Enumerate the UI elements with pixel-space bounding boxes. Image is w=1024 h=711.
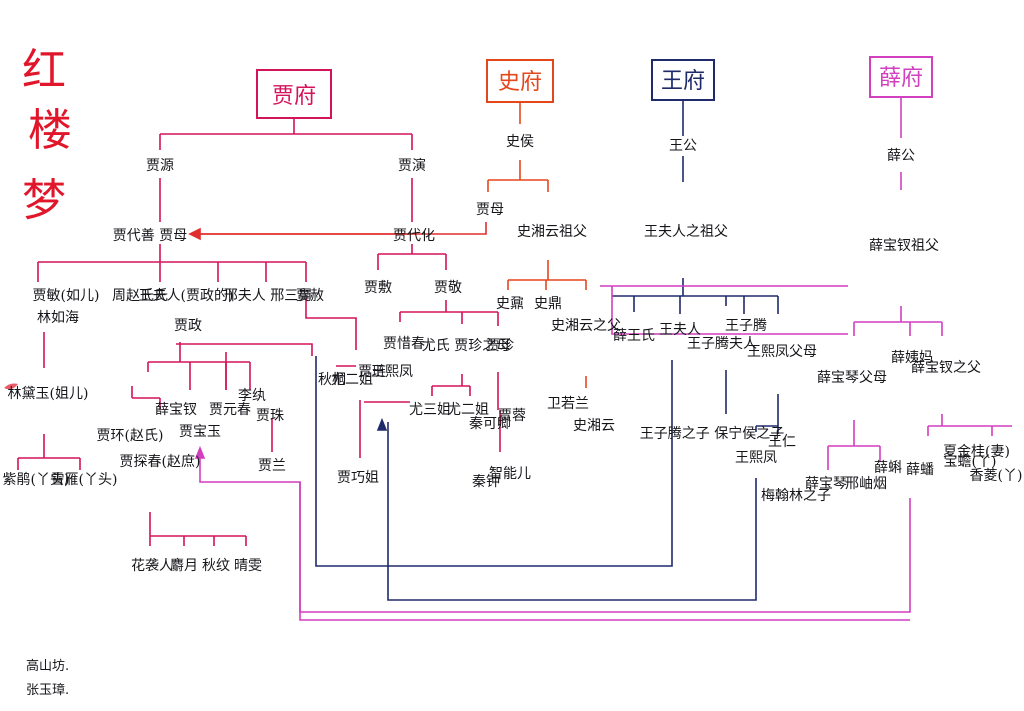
person-xue-pan: 薛蟠 xyxy=(906,462,934,478)
person-zhao: 周赵氏氏 xyxy=(112,288,168,304)
house-shi: 史府 xyxy=(486,59,554,103)
person-jia-qiaojie: 贾巧姐 xyxy=(337,470,379,486)
person-xue-ke: 薛蝌 xyxy=(874,460,902,476)
person-jia-daihua: 贾代化 xyxy=(393,228,435,244)
title-char-2: 楼 xyxy=(28,105,72,156)
ink-blot xyxy=(4,383,18,390)
person-jia-fu: 贾敷 xyxy=(364,280,392,296)
person-lin-ruhai: 林如海 xyxy=(37,310,79,326)
person-yuanchun: 贾元春 xyxy=(209,402,251,418)
person-xia-jingui: 夏金桂(妻) xyxy=(943,444,1010,460)
person-qiuwen: 秋纹 xyxy=(202,558,230,574)
person-wang-furen-2: 王夫人 xyxy=(659,322,701,338)
person-huaxiren: 花袭人 xyxy=(131,558,173,574)
person-shi-nai: 史鼎 xyxy=(534,296,562,312)
marriage-line-baochai xyxy=(299,482,910,621)
person-jia-min: 贾敏(如儿) xyxy=(33,288,100,304)
person-wei-ruolan: 卫若兰 xyxy=(547,396,589,412)
person-shi-xiangyun: 史湘云 xyxy=(573,418,615,434)
house-jia: 贾府 xyxy=(256,69,332,119)
person-qingwen: 晴雯 xyxy=(234,558,262,574)
person-jia-xichun: 贾惜春 xyxy=(383,336,425,352)
person-lin-daiyu: 林黛玉(姐儿) xyxy=(8,386,89,402)
person-jia-jing: 贾敬 xyxy=(434,280,462,296)
jia-lines xyxy=(17,118,501,546)
person-xue-baoqin: 薛宝琴 xyxy=(805,476,847,492)
person-zijuan: 紫鹃(丫头) xyxy=(3,471,70,488)
house-xue: 薛府 xyxy=(869,56,933,98)
person-baochan: 宝蟾(丫) xyxy=(944,454,997,470)
xue-lines xyxy=(194,97,1012,613)
person-xue-baochai: 薛宝钗 xyxy=(155,402,197,418)
title-char-3: 梦 xyxy=(22,175,66,226)
person-you-sanjie: 尤三姐 xyxy=(409,402,451,418)
person-xue-baochai-fu: 薛宝钗之父 xyxy=(911,360,981,376)
person-wang-xifeng-2: 王熙凤 xyxy=(735,450,777,466)
person-xue-shi: 薛王氏 xyxy=(613,328,655,344)
person-xue-baoqin-fumu: 薛宝琴父母 xyxy=(817,370,887,386)
person-xiangling: 香菱(丫) xyxy=(970,468,1023,484)
person-xue-baochai-zufu: 薛宝钗祖父 xyxy=(869,238,939,254)
person-zhineng: 智能儿 xyxy=(489,466,531,482)
jia-shi-marriage-arrow xyxy=(188,222,487,241)
person-wang-ziteng: 王子腾 xyxy=(725,317,767,334)
person-tanchun: 贾探春(赵庶) xyxy=(120,454,201,470)
house-jia-label: 贾府 xyxy=(272,84,316,109)
person-wang-ziteng-furen: 王子腾夫人 xyxy=(687,335,757,352)
signature-line-2: 张玉璋. xyxy=(26,683,69,698)
person-qin-keqing: 秦可卿 xyxy=(469,416,511,432)
person-shi-xiangyun-fu: 史湘云之父 xyxy=(551,318,621,334)
person-wang-furen: 王夫人(贾政的) xyxy=(139,288,234,304)
person-jia-rong: 贾蓉 xyxy=(498,408,526,424)
person-jia-baoyu: 贾宝玉 xyxy=(179,424,221,440)
person-jia-zheng: 贾政 xyxy=(174,318,202,334)
person-jia-yan: 贾演 xyxy=(398,158,426,174)
person-wang-ziteng-zhizi: 王子腾之子 保宁侯之子 xyxy=(640,425,784,442)
person-shi-xiangyun-zufu: 史湘云祖父 xyxy=(517,224,587,240)
house-wang: 王府 xyxy=(651,59,715,101)
wang-lines xyxy=(315,100,779,601)
person-mei-hanlin-zhizi: 梅翰林之子 xyxy=(761,488,831,504)
person-wang-xifeng-fumu: 王熙凤父母 xyxy=(747,344,817,360)
person-xing-xiuyan: 邢岫烟 xyxy=(845,476,887,492)
person-sheyue: 麝月 xyxy=(170,558,198,574)
person-qiutong: 秋桐 xyxy=(318,372,346,388)
person-jia-zhu: 贾珠 xyxy=(256,408,284,424)
person-xue-gong: 薛公 xyxy=(887,148,915,164)
house-shi-label: 史府 xyxy=(498,70,542,95)
person-wang-furen-zufu: 王夫人之祖父 xyxy=(644,224,728,240)
person-jia-mu: 贾母 xyxy=(476,202,504,218)
person-you-erjie-2: 尤二姐 xyxy=(331,372,373,388)
signature-line-1: 高山坊. xyxy=(26,658,69,674)
person-li-wan: 李纨 xyxy=(238,388,266,404)
person-wang-xifeng: 王熙凤 xyxy=(371,364,413,380)
diagram-title: 红 楼 梦 xyxy=(22,45,72,226)
person-xue-yima: 薛姨妈 xyxy=(891,350,933,366)
title-char-1: 红 xyxy=(22,45,66,96)
person-you-shi: 尤氏 贾珍之母 xyxy=(422,338,510,354)
person-shi-ding: 史鼐 xyxy=(496,296,524,312)
shi-lines xyxy=(487,102,587,388)
person-you-erjie: 尤二姐 xyxy=(447,402,489,418)
person-shi-hou: 史侯 xyxy=(506,134,534,150)
person-jia-she-wives: 邢夫人 邢三舅 xyxy=(224,288,312,304)
person-xueyan: 雪雁(丫头) xyxy=(51,472,118,488)
person-jia-zhen: 贾珍 xyxy=(486,338,514,354)
person-jia-daishan: 贾代善 贾母 xyxy=(113,228,187,244)
house-xue-label: 薛府 xyxy=(879,66,923,91)
person-wang-ren: 王仁 xyxy=(768,434,796,450)
person-qin-zhong: 秦钟 xyxy=(472,473,500,490)
person-wang-gong: 王公 xyxy=(669,138,697,154)
person-jia-lian: 贾琏 xyxy=(358,364,386,380)
person-jia-yuan: 贾源 xyxy=(146,158,174,174)
person-jia-she: 贾赦 xyxy=(296,287,324,304)
person-jia-lan: 贾兰 xyxy=(258,458,286,474)
house-wang-label: 王府 xyxy=(661,69,705,94)
person-jia-huan: 贾环(赵氏) xyxy=(97,428,164,444)
